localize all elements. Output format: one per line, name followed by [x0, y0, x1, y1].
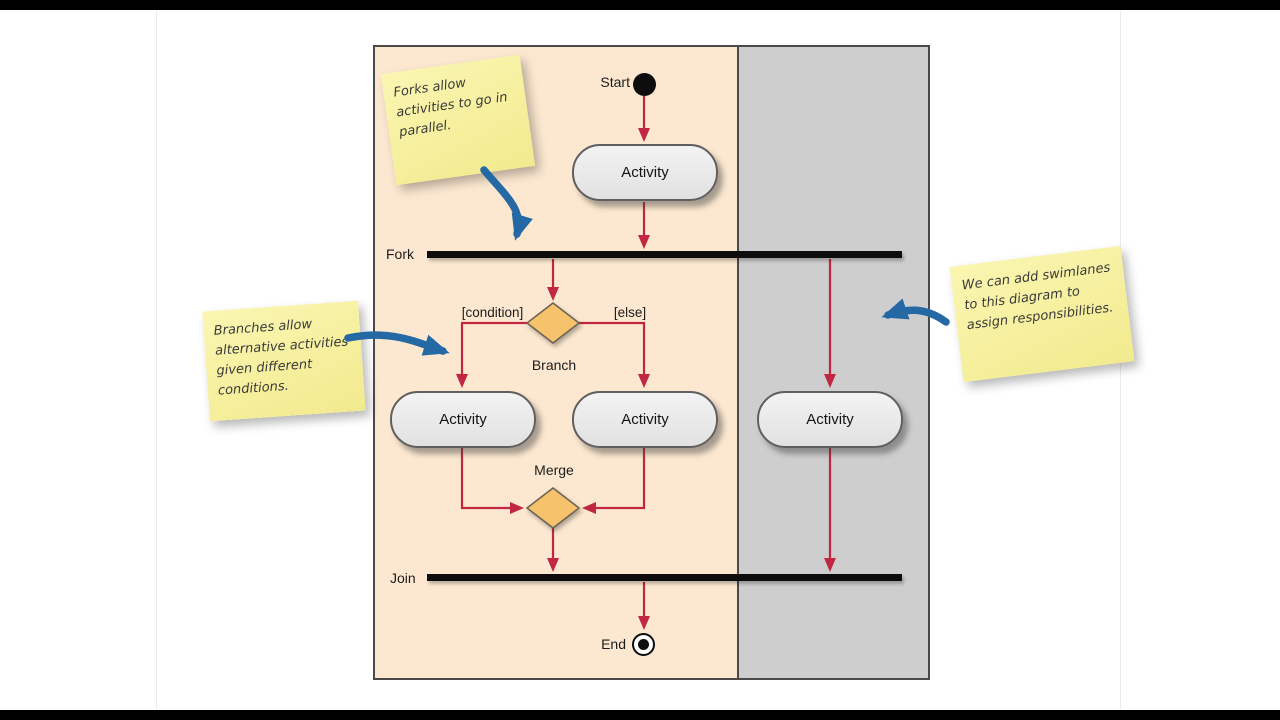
activity-label: Activity [439, 411, 487, 428]
guard-condition-label: [condition] [461, 305, 524, 320]
activity-node-swimlane: Activity [757, 391, 903, 448]
activity-node-top: Activity [572, 144, 718, 201]
sticky-note-text: Branches allow alternative activities gi… [213, 316, 349, 400]
activity-node-left: Activity [390, 391, 536, 448]
fork-bar [427, 251, 902, 258]
activity-node-middle: Activity [572, 391, 718, 448]
join-label: Join [390, 570, 416, 586]
activity-label: Activity [621, 411, 669, 428]
letterbox-bottom [0, 710, 1280, 720]
sticky-note-forks: Forks allow activities to go in parallel… [380, 54, 536, 186]
end-node-icon [632, 633, 655, 656]
end-label: End [601, 636, 626, 652]
activity-label: Activity [806, 411, 854, 428]
end-inner-dot [638, 639, 649, 650]
swimlane-right [737, 47, 928, 678]
sticky-note-swimlanes: We can add swimlanes to this diagram to … [949, 245, 1135, 383]
sticky-note-branches: Branches allow alternative activities gi… [202, 300, 366, 422]
start-label: Start [600, 74, 630, 90]
activity-label: Activity [621, 164, 669, 181]
sticky-note-text: Forks allow activities to go in parallel… [392, 75, 509, 141]
start-node-icon [633, 73, 656, 96]
join-bar [427, 574, 902, 581]
letterbox-top [0, 0, 1280, 10]
slide-left-edge [156, 10, 157, 710]
merge-label: Merge [534, 462, 574, 478]
sticky-note-text: We can add swimlanes to this diagram to … [961, 260, 1115, 334]
branch-label: Branch [531, 357, 577, 373]
guard-else-label: [else] [613, 305, 647, 320]
fork-label: Fork [386, 246, 414, 262]
